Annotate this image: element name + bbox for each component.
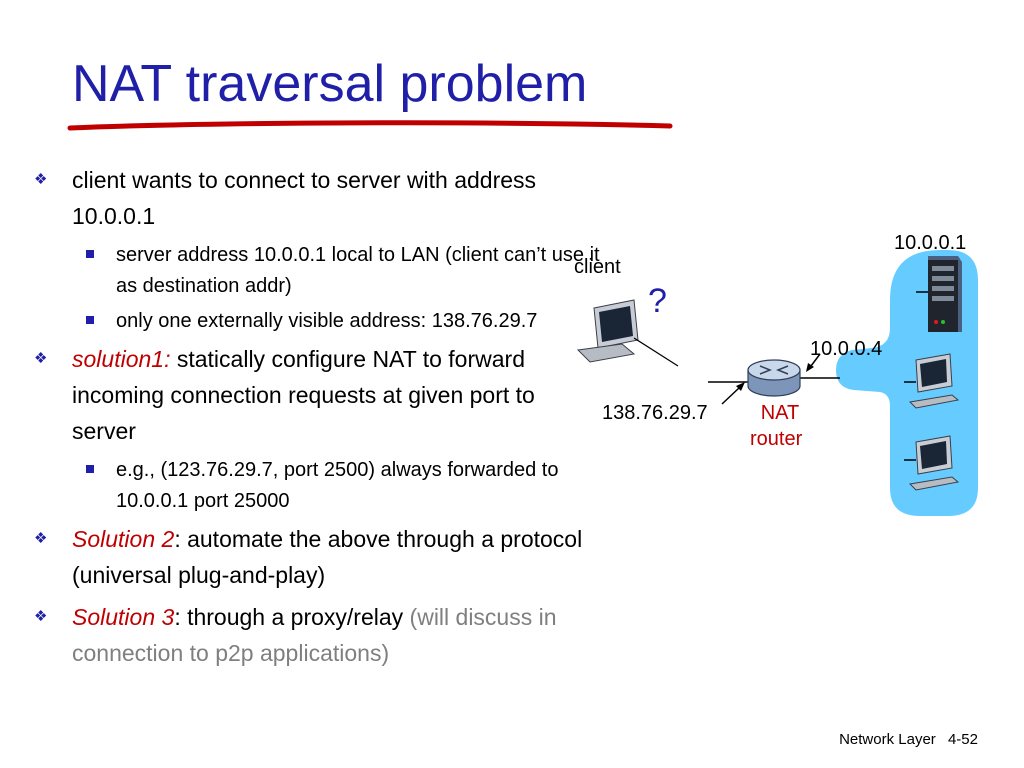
diamond-bullet-icon: ❖	[34, 530, 48, 547]
bullet-note: (will discuss in connection to p2p appli…	[72, 604, 557, 666]
bullet-item: ❖ Solution 3: through a proxy/relay (wil…	[34, 599, 604, 671]
diamond-bullet-icon: ❖	[34, 171, 48, 188]
bullet-text: client wants to connect to server with a…	[72, 167, 537, 229]
bullet-text: statically configure NAT to forward inco…	[72, 346, 535, 444]
network-drawing	[576, 250, 978, 516]
server-icon	[928, 256, 962, 332]
square-bullet-icon	[86, 250, 94, 258]
lan-host-icon	[908, 353, 960, 409]
lan-host-icon	[908, 435, 960, 491]
solution-label: solution1:	[72, 346, 171, 372]
client-label: client	[574, 256, 621, 278]
bullet-text: : automate the above through a protocol …	[72, 526, 583, 588]
sub-bullet-item: e.g., (123.76.29.7, port 2500) always fo…	[34, 455, 604, 517]
nat-diagram: 10.0.0.1 client ? 10.0.0.4 138.76.29.7 N…	[560, 220, 1024, 530]
solution-label: Solution 2	[72, 526, 175, 552]
client-computer-icon	[576, 299, 639, 363]
router-icon	[747, 359, 801, 397]
sub-bullet-item: server address 10.0.0.1 local to LAN (cl…	[34, 240, 604, 302]
sub-bullet-text: server address 10.0.0.1 local to LAN (cl…	[116, 244, 600, 297]
question-mark: ?	[648, 282, 667, 320]
bullet-text: : through a proxy/relay	[174, 604, 410, 630]
router-wan-address-label: 138.76.29.7	[602, 402, 708, 424]
footer: Network Layer 4-52	[831, 731, 978, 748]
diamond-bullet-icon: ❖	[34, 350, 48, 367]
bullet-item: ❖ client wants to connect to server with…	[34, 162, 604, 234]
sub-bullet-text: e.g., (123.76.29.7, port 2500) always fo…	[116, 459, 559, 512]
router-label-line2: router	[750, 428, 803, 450]
bullet-list: ❖ client wants to connect to server with…	[34, 162, 604, 677]
title-underline	[67, 120, 673, 131]
square-bullet-icon	[86, 316, 94, 324]
bullet-item: ❖ Solution 2: automate the above through…	[34, 521, 604, 593]
square-bullet-icon	[86, 465, 94, 473]
arrow-icon	[806, 353, 821, 372]
router-label-line1: NAT	[760, 402, 800, 424]
server-address-label: 10.0.0.1	[894, 232, 967, 254]
sub-bullet-text: only one externally visible address: 138…	[116, 310, 538, 332]
router-lan-address-label: 10.0.0.4	[810, 338, 883, 360]
footer-page-number: 4-52	[947, 731, 978, 748]
footer-section: Network Layer	[839, 731, 936, 748]
slide-title: NAT traversal problem	[72, 55, 588, 113]
diamond-bullet-icon: ❖	[34, 608, 48, 625]
solution-label: Solution 3	[72, 604, 175, 630]
arrow-icon	[721, 382, 745, 405]
bullet-item: ❖ solution1: statically configure NAT to…	[34, 341, 604, 449]
sub-bullet-item: only one externally visible address: 138…	[34, 306, 604, 337]
